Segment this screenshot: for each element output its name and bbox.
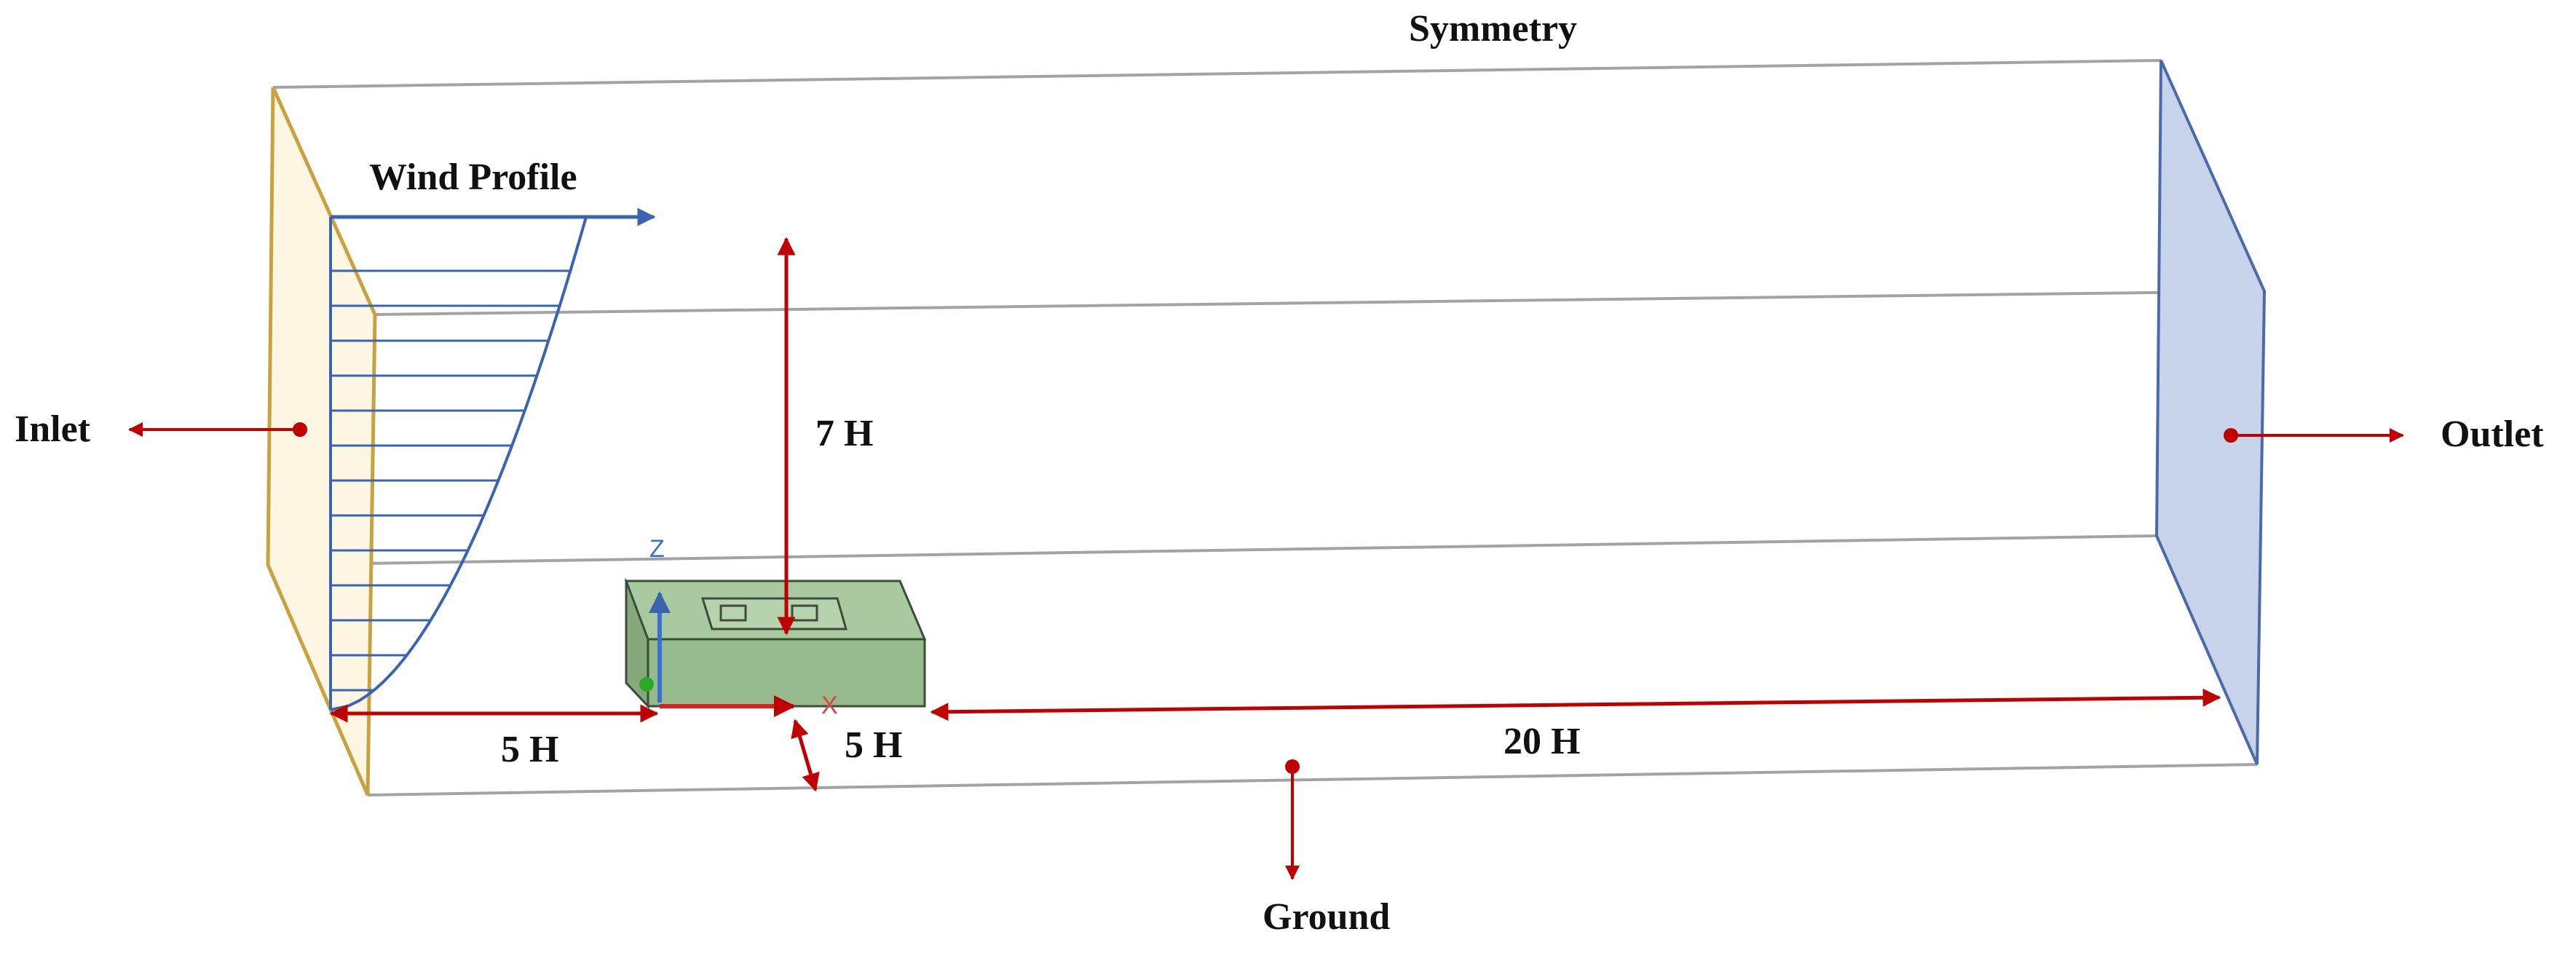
- axis-x-label: X: [821, 692, 838, 719]
- label-downstream: 20 H: [1504, 721, 1580, 762]
- domain-box: [267, 59, 2265, 796]
- ground-dot: [1285, 759, 1300, 774]
- outlet-dot: [2224, 428, 2238, 443]
- label-height: 7 H: [815, 413, 873, 454]
- label-inlet: Inlet: [15, 408, 91, 450]
- outlet-face: [2154, 60, 2267, 765]
- domain-edge-top-back: [272, 59, 2162, 89]
- domain-edge-top-front: [374, 290, 2265, 316]
- domain-edge-bottom-back: [267, 534, 2157, 566]
- boundary-indicators: [128, 422, 2404, 880]
- inlet-face: [266, 86, 377, 796]
- profile-curve: [330, 216, 588, 711]
- label-outlet: Outlet: [2441, 414, 2544, 455]
- inlet-dot: [293, 422, 307, 437]
- axes-triad: Z X: [639, 535, 838, 719]
- label-symmetry: Symmetry: [1409, 8, 1577, 50]
- building-opening-left: [719, 604, 747, 622]
- axis-z-label: Z: [649, 535, 665, 563]
- dimensions: [329, 237, 2221, 792]
- profile-bars: [331, 269, 571, 692]
- building-opening-right: [791, 604, 818, 622]
- label-wind-profile: Wind Profile: [369, 157, 577, 198]
- label-upstream: 5 H: [501, 729, 558, 770]
- wind-profile: [329, 207, 656, 711]
- building-front: [647, 638, 926, 708]
- dim-downstream: [930, 688, 2221, 721]
- axis-y-dot: [639, 677, 654, 692]
- label-lateral: 5 H: [845, 724, 902, 766]
- building: [624, 578, 927, 709]
- dim-lateral: [791, 719, 820, 792]
- label-ground: Ground: [1263, 896, 1390, 938]
- domain-edge-bottom-front: [367, 763, 2258, 796]
